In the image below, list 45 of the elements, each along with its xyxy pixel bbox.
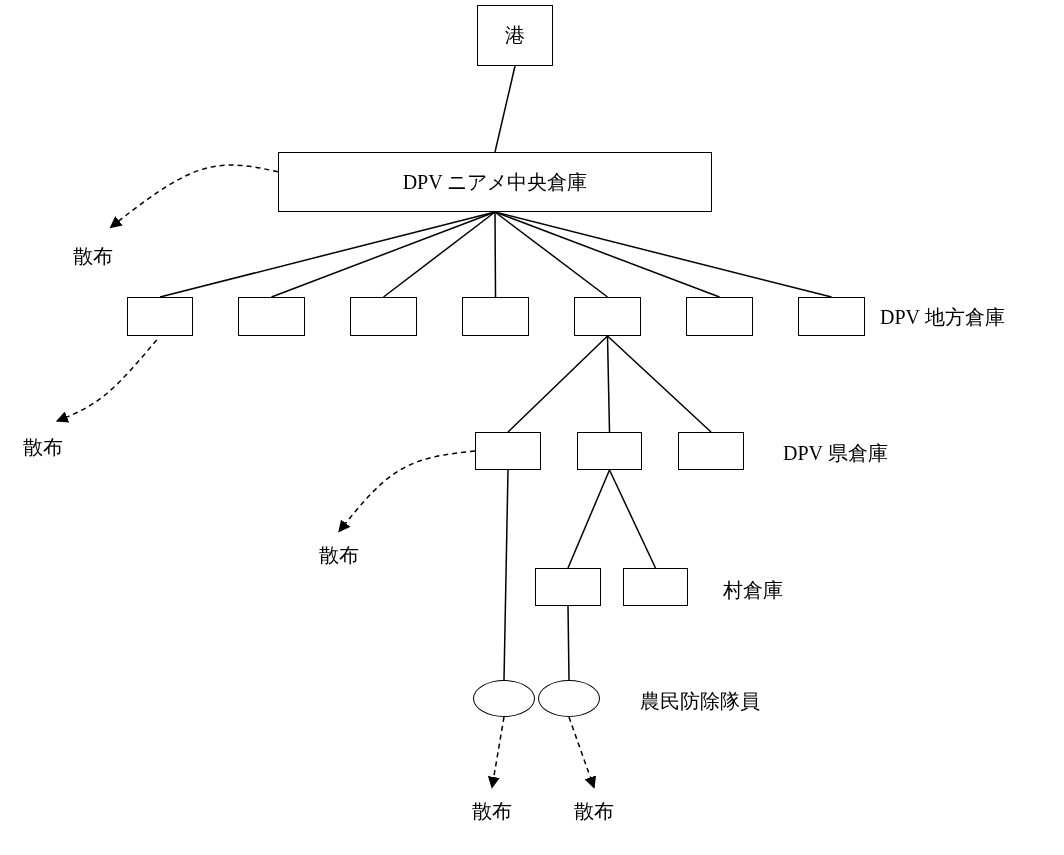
warehouse-box	[477, 5, 553, 66]
warehouse-box	[574, 297, 641, 336]
team-ellipse	[473, 680, 535, 717]
arrow	[109, 164, 279, 229]
arrow	[487, 716, 505, 789]
connector-line	[608, 469, 657, 569]
arrow	[568, 716, 597, 789]
box-label: 港	[505, 23, 525, 48]
connector-line	[606, 335, 611, 433]
arrow	[338, 450, 476, 533]
spray-label: 散布	[8, 434, 78, 460]
level-label: 村倉庫	[723, 578, 783, 603]
connector-line	[606, 335, 712, 433]
warehouse-box	[535, 568, 601, 606]
spray-label: 散布	[570, 798, 618, 824]
connector-line	[567, 605, 570, 681]
warehouse-box	[475, 432, 541, 470]
spray-label: 散布	[304, 542, 374, 568]
connector-line	[494, 211, 609, 298]
connector-line	[382, 211, 496, 298]
spray-label: 散布	[468, 798, 516, 824]
team-ellipse	[538, 680, 600, 717]
connector-line	[494, 211, 721, 298]
level-label: 農民防除隊員	[640, 689, 760, 714]
warehouse-box	[127, 297, 193, 336]
level-label: DPV 県倉庫	[783, 441, 888, 466]
arrow	[55, 339, 158, 423]
warehouse-box	[462, 297, 529, 336]
level-label: DPV 地方倉庫	[880, 305, 1005, 330]
connector-line	[503, 469, 509, 681]
warehouse-box	[798, 297, 865, 336]
connector-line	[494, 65, 516, 153]
connector-line	[270, 211, 496, 298]
warehouse-box	[678, 432, 744, 470]
box-label: DPV ニアメ中央倉庫	[402, 169, 588, 195]
connector-line	[567, 469, 611, 569]
warehouse-box	[278, 152, 712, 212]
warehouse-box	[238, 297, 305, 336]
warehouse-box	[577, 432, 642, 470]
spray-label: 散布	[58, 243, 128, 269]
warehouse-box	[350, 297, 417, 336]
connector-line	[507, 335, 609, 433]
connector-line	[494, 211, 497, 298]
warehouse-box	[623, 568, 688, 606]
warehouse-box	[686, 297, 753, 336]
